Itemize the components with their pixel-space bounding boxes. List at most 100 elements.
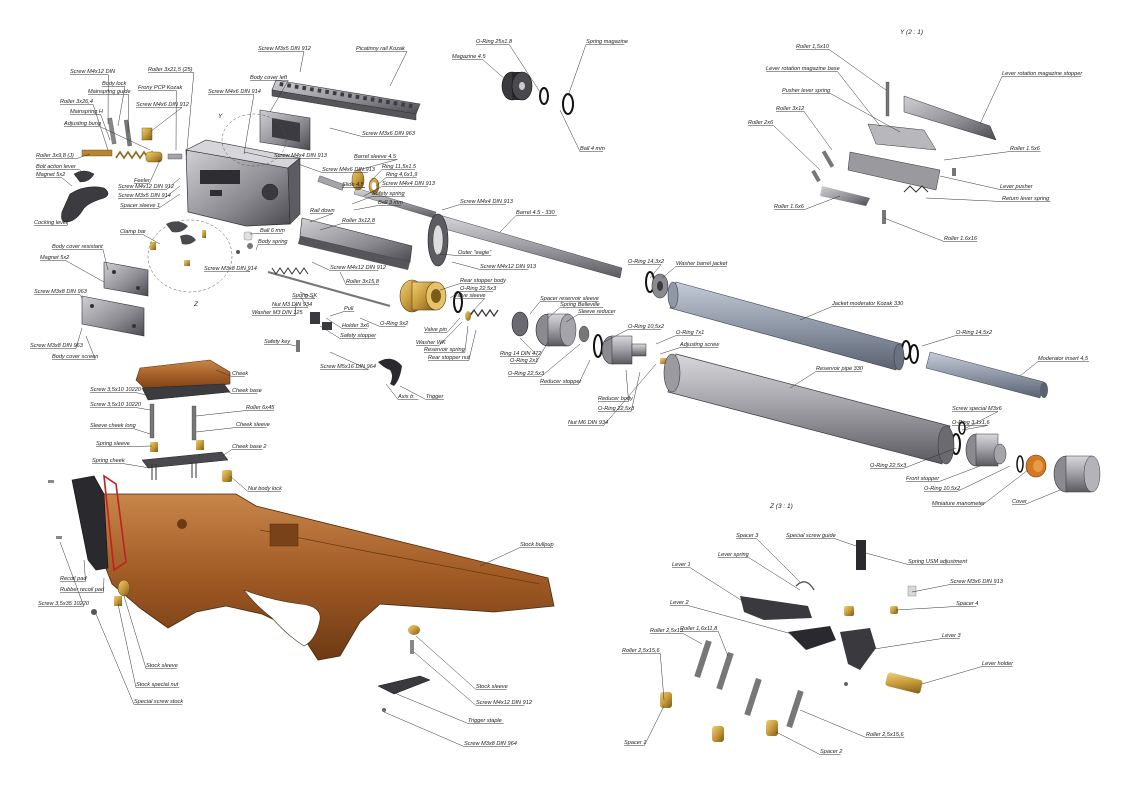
rail-tooth xyxy=(355,94,360,100)
leader-line xyxy=(500,337,539,357)
leader-line xyxy=(311,261,379,271)
leader-line xyxy=(325,317,368,329)
part-label: Screw M3x8 DIN 964 xyxy=(464,741,517,747)
part-label: O-Ring 7x1 xyxy=(676,330,704,336)
leader-line xyxy=(351,196,406,205)
part-label: Screw M4x12 DIN xyxy=(70,69,116,75)
leader-line xyxy=(34,205,73,226)
leader-line xyxy=(439,283,504,291)
leader-line xyxy=(36,169,85,175)
leader-line xyxy=(136,107,183,133)
part-label: Adjusting screw xyxy=(679,342,720,348)
leader-line xyxy=(195,410,275,417)
leader-line xyxy=(776,111,833,151)
part-label: Spacer 4 xyxy=(956,601,978,607)
leader-line xyxy=(1019,361,1089,377)
part-label: Ball 3 mm xyxy=(378,200,403,206)
part-label: Screw M3x5 DIN 914 xyxy=(118,193,171,199)
part-label: Front stopper xyxy=(906,476,940,482)
leader-line xyxy=(774,195,841,210)
leader-line xyxy=(215,369,245,377)
leader-line xyxy=(449,291,494,299)
part-label: Return lever spring xyxy=(1002,196,1050,202)
mainspring-parts xyxy=(81,117,183,163)
leader-line xyxy=(229,475,282,492)
rail-tooth xyxy=(362,95,368,101)
leader-line xyxy=(603,329,662,343)
leader-line xyxy=(329,127,408,137)
leader-line xyxy=(540,359,591,385)
moderator-insert xyxy=(925,351,1048,399)
part-label: Roller 3x9,8 (J) xyxy=(36,153,74,159)
leader-line xyxy=(34,294,83,299)
leader-line xyxy=(292,291,316,299)
part-label: Screw M3x5 DIN 912 xyxy=(258,46,312,52)
stock-bullpup xyxy=(95,493,555,661)
leader-line xyxy=(255,244,287,251)
part-label: Spacer 1 xyxy=(624,740,646,746)
body-cover-left xyxy=(259,109,311,151)
part-label: Sleeve cheek long xyxy=(90,423,137,429)
leader-line xyxy=(118,177,181,190)
leader-line xyxy=(415,635,507,690)
part-label: Ring 14 DIN 472 xyxy=(500,351,542,357)
leader-line xyxy=(782,93,901,133)
leader-line xyxy=(339,271,380,285)
part-label: Lever 2 xyxy=(670,600,690,606)
part-label: Barrel 4.5 - 330 xyxy=(516,210,555,216)
part-label: Spring sleeve xyxy=(96,441,130,447)
screws-stock xyxy=(48,480,97,615)
leader-line xyxy=(258,51,305,73)
leader-line xyxy=(250,80,289,113)
leader-line xyxy=(40,260,105,283)
leader-line xyxy=(70,74,109,125)
leader-line xyxy=(567,44,625,97)
leader-line xyxy=(939,175,1031,190)
part-label: Screw M4x6 DIN 913 xyxy=(322,167,376,173)
view-z-scale: Z (3 : 1) xyxy=(769,503,793,510)
part-label: Cover xyxy=(1012,499,1028,505)
view-y-scale: Y (2 : 1) xyxy=(900,29,923,36)
part-label: Roller 1.5x6 xyxy=(1010,146,1041,152)
part-label: Nut M3 DIN 934 xyxy=(272,302,312,308)
leader-line xyxy=(90,428,151,435)
leader-line xyxy=(451,261,529,270)
part-label: Body cover resistant xyxy=(52,244,103,250)
part-label: Lever holder xyxy=(982,661,1014,667)
leader-line xyxy=(547,307,604,319)
magazine xyxy=(501,71,533,101)
rail-tooth xyxy=(317,88,322,93)
part-label: Recoil pad xyxy=(60,576,87,582)
leader-line xyxy=(60,104,109,151)
part-label: Screw M4x12 DIN 912 xyxy=(476,700,533,706)
leader-line xyxy=(329,311,355,317)
leader-line xyxy=(252,303,297,316)
part-label: Roller 1,5x10 xyxy=(796,44,830,50)
spring-sk xyxy=(267,267,391,308)
leader-lines xyxy=(30,44,1089,755)
leader-line xyxy=(565,314,614,323)
part-label: Sleeve reducer xyxy=(578,309,617,315)
rail-tooth xyxy=(302,85,307,91)
part-label: Nut body lock xyxy=(248,486,283,492)
part-label: Screw 3,5x35 10220 xyxy=(38,601,90,607)
leader-line xyxy=(319,325,376,339)
leader-line xyxy=(622,653,665,701)
leader-line xyxy=(796,49,887,91)
leader-line xyxy=(479,547,554,567)
leader-line xyxy=(906,465,981,482)
part-label: Washer M3 DIN 125 xyxy=(252,310,303,316)
part-label: Cheek base xyxy=(232,388,262,394)
leader-line xyxy=(391,691,504,724)
cheek-base xyxy=(141,383,231,401)
part-label: Body cover screen xyxy=(52,354,98,360)
part-label: Trigger staple xyxy=(468,718,502,724)
part-label: Screw M4x6 DIN 912 xyxy=(136,102,190,108)
leader-line xyxy=(416,321,463,346)
view-marks xyxy=(147,113,287,293)
part-label: Rear stopper body xyxy=(460,278,507,284)
part-label: Rubber recoil pad xyxy=(60,587,105,593)
leader-line xyxy=(568,363,657,426)
part-label: Lever rotation magazine base xyxy=(766,66,840,72)
